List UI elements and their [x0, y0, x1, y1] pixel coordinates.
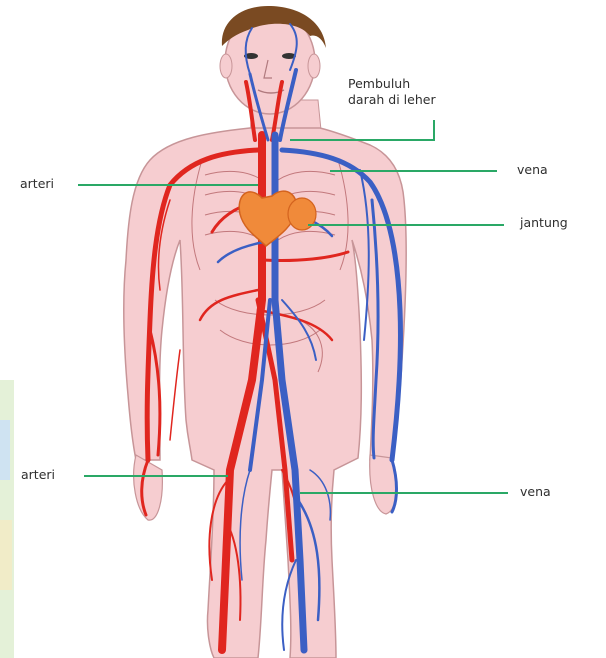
label-jantung: jantung — [520, 215, 568, 231]
left-edge-decoration — [0, 380, 14, 658]
label-neck-line1: Pembuluh — [348, 76, 498, 92]
label-neck-vessels: Pembuluh darah di leher — [348, 76, 498, 108]
label-arteri-top: arteri — [20, 176, 54, 192]
label-vena-top: vena — [517, 162, 548, 178]
label-vena-bottom: vena — [520, 484, 551, 500]
label-neck-line2: darah di leher — [348, 92, 498, 108]
label-arteri-bottom: arteri — [21, 467, 55, 483]
